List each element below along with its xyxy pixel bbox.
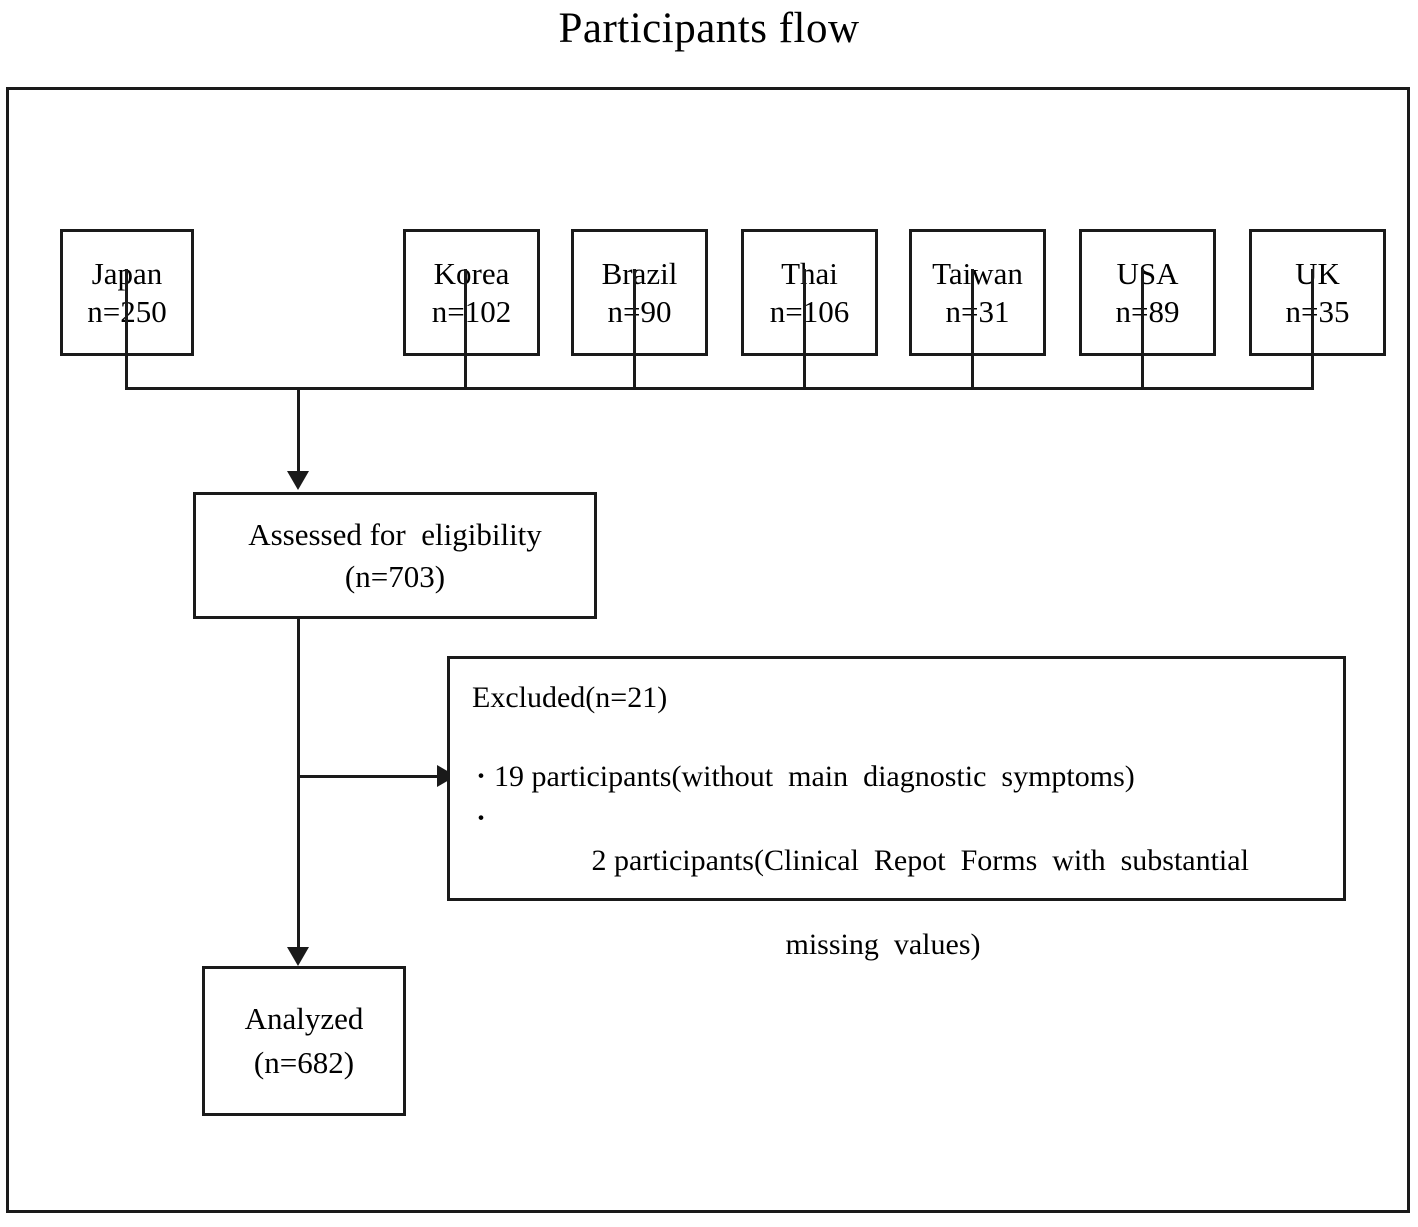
connector-collector-bus — [125, 387, 1314, 390]
assessed-label: Assessed for eligibility — [248, 516, 542, 552]
source-box-taiwan: Taiwan n=31 — [909, 229, 1046, 356]
bullet-icon: ・ — [469, 806, 492, 831]
arrowhead-to-analyzed — [287, 947, 309, 966]
connector-taiwan-drop — [971, 269, 974, 390]
source-box-thai: Thai n=106 — [741, 229, 878, 356]
source-name: USA — [1116, 255, 1179, 291]
arrowhead-to-assessed — [287, 471, 309, 490]
connector-to-excluded — [299, 775, 439, 778]
source-box-usa: USA n=89 — [1079, 229, 1216, 356]
source-box-brazil: Brazil n=90 — [571, 229, 708, 356]
excluded-heading: Excluded(n=21) — [472, 681, 668, 714]
analyzed-count: (n=682) — [253, 1045, 355, 1080]
source-name: UK — [1295, 255, 1340, 291]
excluded-item-line2: missing values) — [785, 928, 981, 961]
source-count: n=102 — [431, 293, 512, 329]
connector-japan-drop — [125, 269, 128, 390]
analyzed-label: Analyzed — [244, 1001, 364, 1036]
source-count: n=31 — [945, 293, 1010, 329]
connector-assessed-to-analyzed — [297, 619, 300, 949]
source-count: n=89 — [1115, 293, 1180, 329]
connector-bus-to-assessed — [297, 387, 300, 472]
assessed-count: (n=703) — [344, 558, 446, 594]
excluded-box: Excluded(n=21) ・ 19 participants(without… — [447, 656, 1346, 961]
excluded-item-text: 2 participants(Clinical Repot Forms with… — [494, 798, 1328, 1050]
source-name: Korea — [433, 255, 510, 291]
excluded-item-line1: 2 participants(Clinical Repot Forms with… — [584, 844, 1249, 877]
connector-usa-drop — [1141, 269, 1144, 390]
page-title: Participants flow — [558, 5, 860, 52]
figure-frame: Japan n=250 Korea n=102 Brazil n=90 Thai… — [6, 87, 1410, 1213]
source-name: Brazil — [601, 255, 678, 291]
source-count: n=35 — [1285, 293, 1350, 329]
source-count: n=90 — [607, 293, 672, 329]
connector-thai-drop — [803, 269, 806, 390]
source-name: Thai — [781, 255, 838, 291]
stage-box-assessed: Assessed for eligibility (n=703) — [193, 492, 597, 619]
connector-uk-drop — [1311, 269, 1314, 390]
list-item: ・ 2 participants(Clinical Repot Forms wi… — [468, 798, 1328, 1050]
stage-box-analyzed: Analyzed (n=682) — [202, 966, 406, 1116]
source-count: n=106 — [769, 293, 850, 329]
excluded-item-text: 19 participants(without main diagnostic … — [494, 760, 1135, 793]
source-name: Taiwan — [932, 255, 1023, 291]
connector-korea-drop — [464, 269, 467, 390]
source-box-uk: UK n=35 — [1249, 229, 1386, 356]
list-item: ・ 19 participants(without main diagnosti… — [468, 756, 1328, 798]
bullet-icon: ・ — [469, 764, 492, 789]
connector-brazil-drop — [633, 269, 636, 390]
excluded-list: ・ 19 participants(without main diagnosti… — [468, 756, 1328, 1050]
source-box-korea: Korea n=102 — [403, 229, 540, 356]
